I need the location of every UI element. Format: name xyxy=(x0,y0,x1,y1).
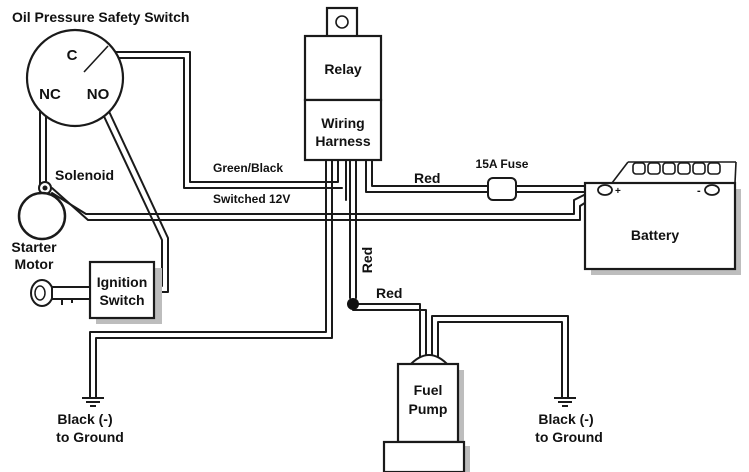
ground-left-label-2: to Ground xyxy=(56,429,124,445)
battery-negative-terminal xyxy=(704,184,720,196)
ground-left-label-1: Black (-) xyxy=(57,411,112,427)
oil-switch-no-label: NO xyxy=(87,86,110,103)
fuel-pump-label-1: Fuel xyxy=(414,382,443,398)
oil-pressure-switch: C NC NO xyxy=(25,28,125,128)
battery-minus-label: - xyxy=(697,185,701,197)
wiring-harness: Wiring Harness xyxy=(303,98,383,162)
red-pump-label: Red xyxy=(376,285,402,301)
wire-red-to-pump-2 xyxy=(352,309,427,361)
battery-cells xyxy=(632,162,721,175)
green-black-label: Green/Black xyxy=(213,161,283,175)
harness-label-1: Wiring xyxy=(321,115,364,131)
starter-motor: Starter Motor xyxy=(11,191,67,272)
solenoid-label: Solenoid xyxy=(55,167,114,183)
ignition-label-2: Switch xyxy=(99,292,144,308)
wire-red-to-pump xyxy=(352,303,421,361)
harness-label-2: Harness xyxy=(315,133,370,149)
relay: Relay xyxy=(303,6,383,102)
wire-pump-ground-right xyxy=(431,315,569,399)
junction-dot xyxy=(347,298,359,310)
wires xyxy=(39,51,603,399)
ground-right-icon xyxy=(554,397,576,407)
wire-red-to-fuse-2 xyxy=(371,159,491,187)
oil-switch-nc-label: NC xyxy=(39,86,61,103)
starter-label-1: Starter xyxy=(11,239,57,255)
wire-ground-left-2 xyxy=(95,159,333,399)
wire-solenoid-to-battery-2 xyxy=(51,187,599,215)
fuel-pump: Fuel Pump xyxy=(382,354,470,472)
battery-positive-terminal xyxy=(597,184,613,196)
battery: + - Battery xyxy=(583,161,741,275)
red-top-label: Red xyxy=(414,170,440,186)
fuse-label: 15A Fuse xyxy=(476,157,529,171)
battery-plus-label: + xyxy=(615,186,621,197)
red-vertical-label: Red xyxy=(359,247,375,273)
wire-red-to-fuse xyxy=(365,159,491,193)
relay-label: Relay xyxy=(324,61,362,77)
battery-label: Battery xyxy=(631,227,679,243)
ignition-key-icon xyxy=(30,279,91,307)
ignition-label-1: Ignition xyxy=(97,274,148,290)
fuel-pump-label-2: Pump xyxy=(409,401,448,417)
wire-green-black-inner xyxy=(112,57,343,189)
switched-12v-label: Switched 12V xyxy=(213,192,290,206)
ground-right-label-1: Black (-) xyxy=(538,411,593,427)
wire-no-to-ignition-2 xyxy=(100,109,163,287)
wire-pump-ground-right-2 xyxy=(437,321,563,399)
ground-right-label-2: to Ground xyxy=(535,429,603,445)
ground-left-icon xyxy=(82,397,104,407)
solenoid: Solenoid xyxy=(38,167,114,195)
fuse: 15A Fuse xyxy=(476,157,529,201)
wire-green-black xyxy=(112,51,339,183)
starter-label-2: Motor xyxy=(15,256,54,272)
wire-ground-left xyxy=(89,159,327,399)
oil-switch-title: Oil Pressure Safety Switch xyxy=(12,9,189,25)
oil-switch-c-label: C xyxy=(67,47,78,64)
ignition-switch: Ignition Switch xyxy=(88,260,162,324)
